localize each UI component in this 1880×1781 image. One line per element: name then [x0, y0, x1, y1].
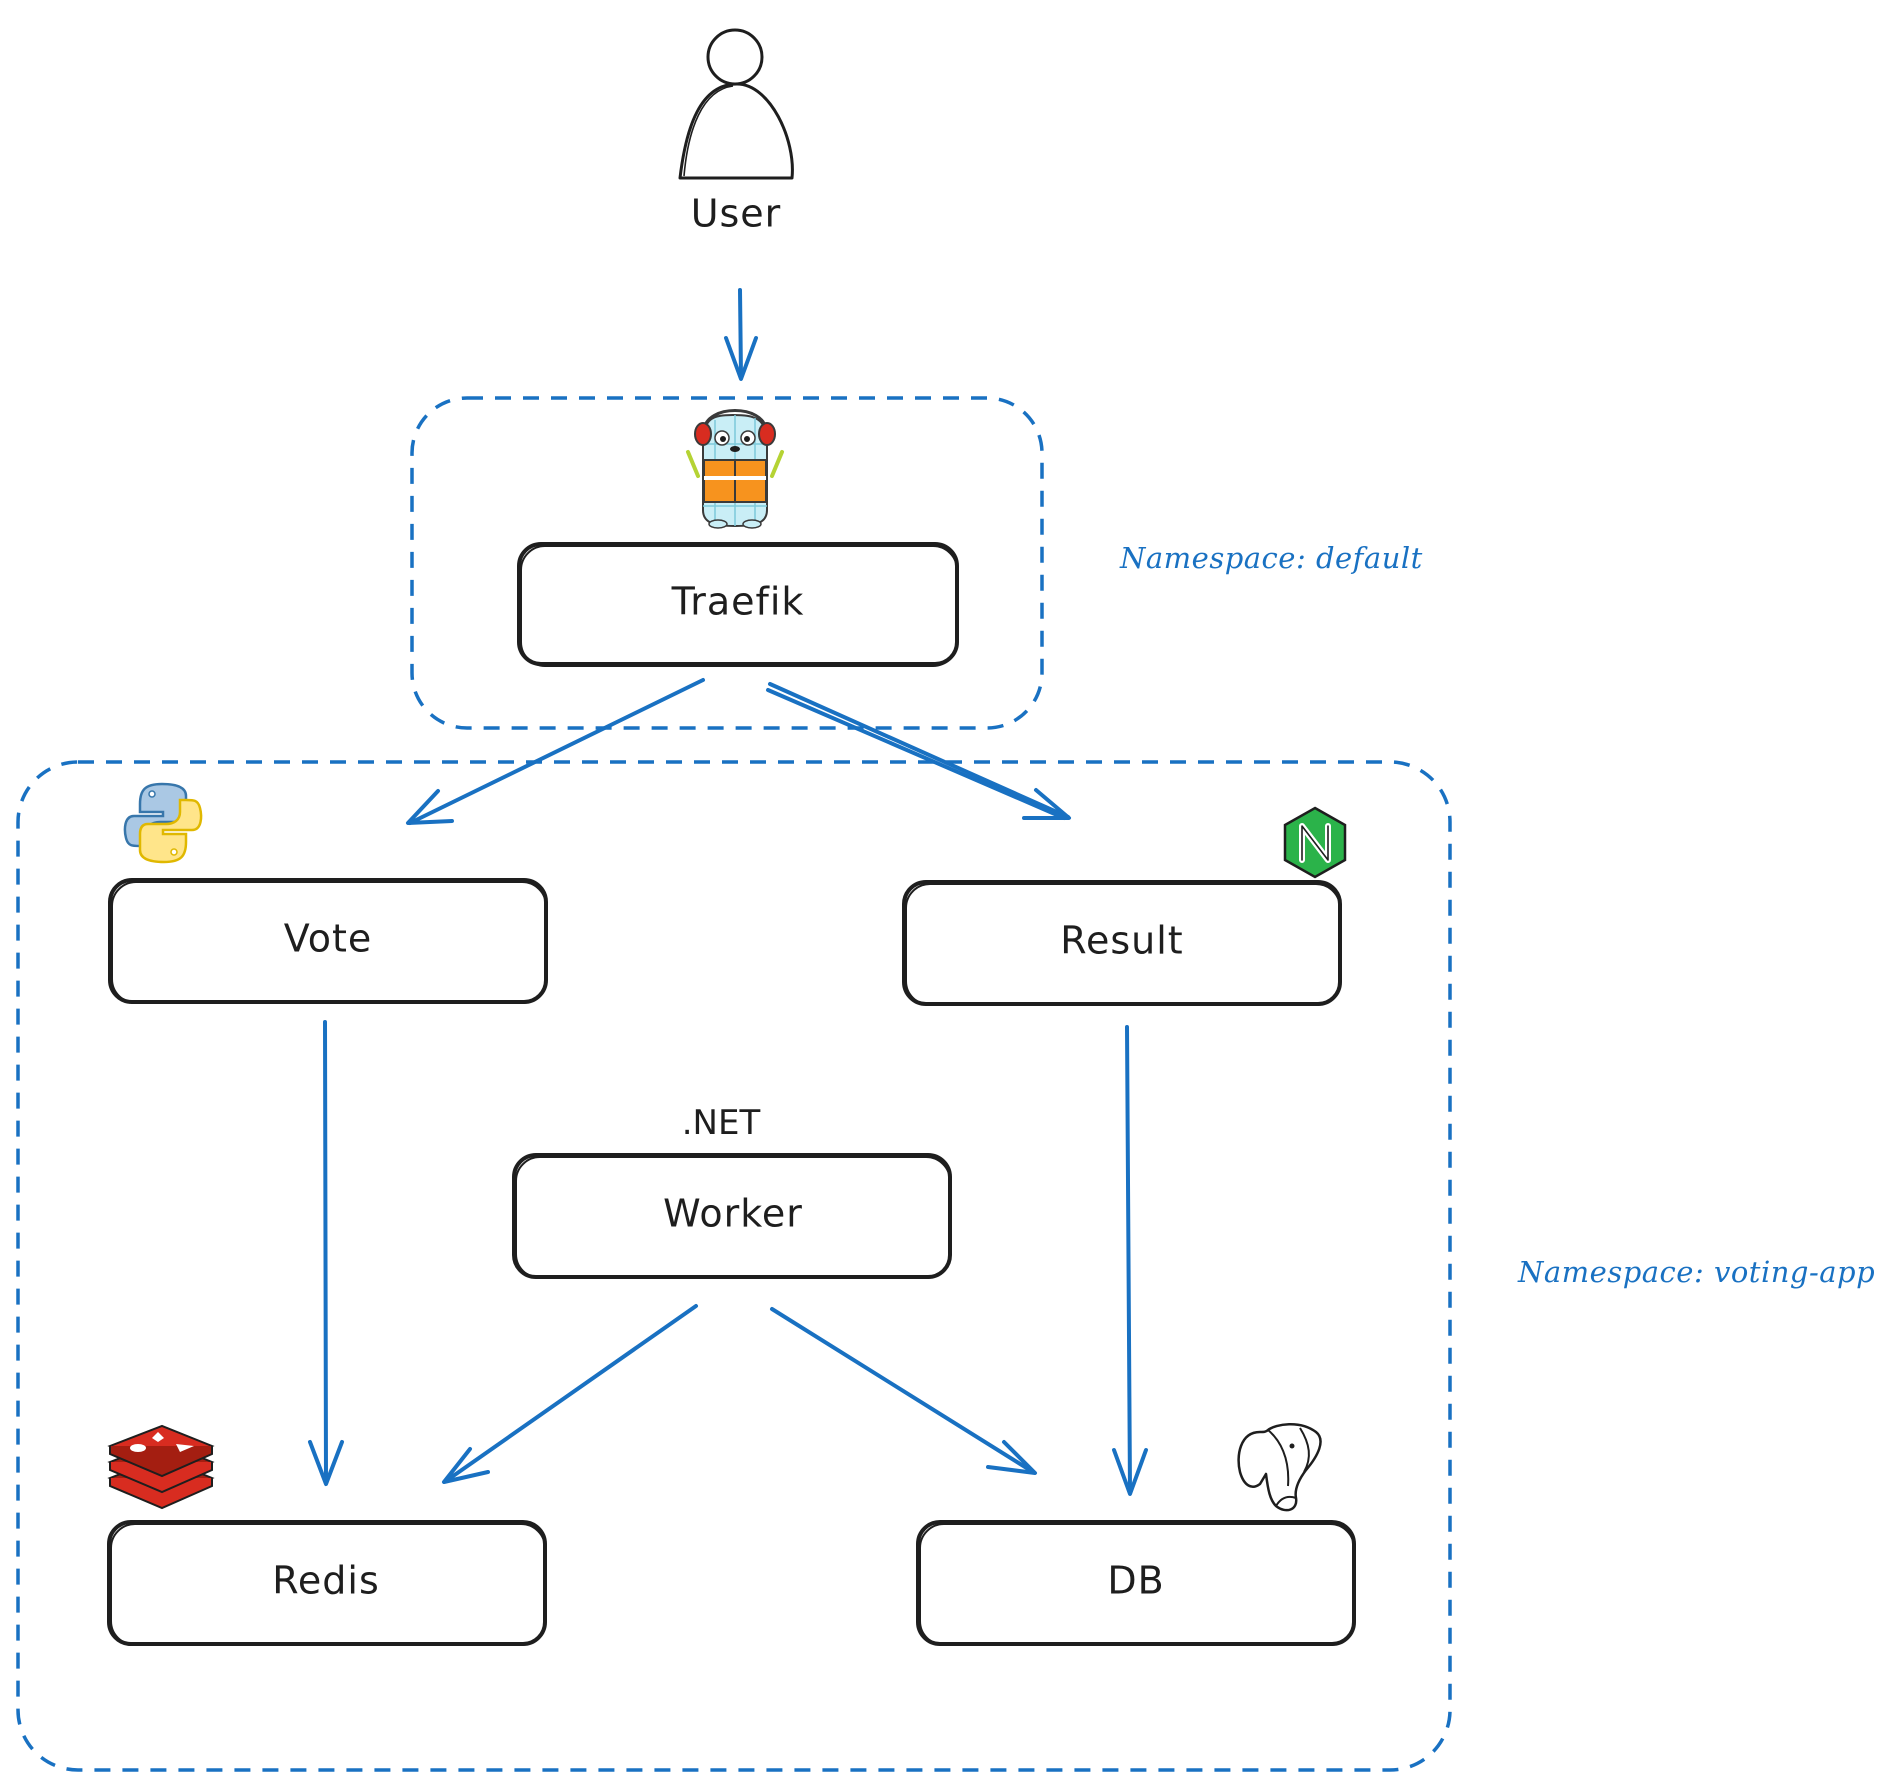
redis-label: Redis — [272, 1559, 380, 1603]
redis-icon — [107, 1424, 215, 1510]
postgresql-elephant-icon — [1237, 1423, 1322, 1512]
vote-node: Vote — [108, 878, 548, 1004]
nginx-icon — [1283, 806, 1347, 879]
arrow-user-to-traefik — [724, 288, 758, 381]
arrow-traefik-to-vote — [406, 678, 705, 825]
python-icon — [123, 782, 203, 864]
arrow-traefik-to-result — [766, 682, 1071, 820]
arrow-vote-to-redis — [308, 1020, 344, 1486]
db-label: DB — [1107, 1559, 1164, 1603]
arrow-result-to-db — [1112, 1025, 1148, 1496]
traefik-gopher-icon — [686, 409, 784, 529]
namespace-default-box — [410, 396, 1044, 730]
user-label: User — [691, 192, 782, 236]
namespace-default-label: Namespace: default — [1119, 541, 1423, 575]
traefik-label: Traefik — [671, 580, 805, 624]
result-label: Result — [1060, 919, 1183, 963]
redis-node: Redis — [107, 1520, 547, 1646]
worker-dotnet-label: .NET — [682, 1103, 761, 1143]
worker-node: Worker — [512, 1153, 952, 1279]
vote-label: Vote — [284, 917, 373, 961]
traefik-node: Traefik — [517, 542, 959, 667]
result-node: Result — [902, 880, 1342, 1006]
user-icon — [678, 28, 794, 180]
namespace-voting-app-box — [16, 760, 1452, 1772]
arrow-worker-to-redis — [442, 1304, 698, 1484]
namespace-voting-app-label: Namespace: voting-app — [1517, 1255, 1875, 1289]
arrow-worker-to-db — [770, 1307, 1037, 1475]
worker-label: Worker — [663, 1192, 803, 1236]
db-node: DB — [916, 1520, 1356, 1646]
